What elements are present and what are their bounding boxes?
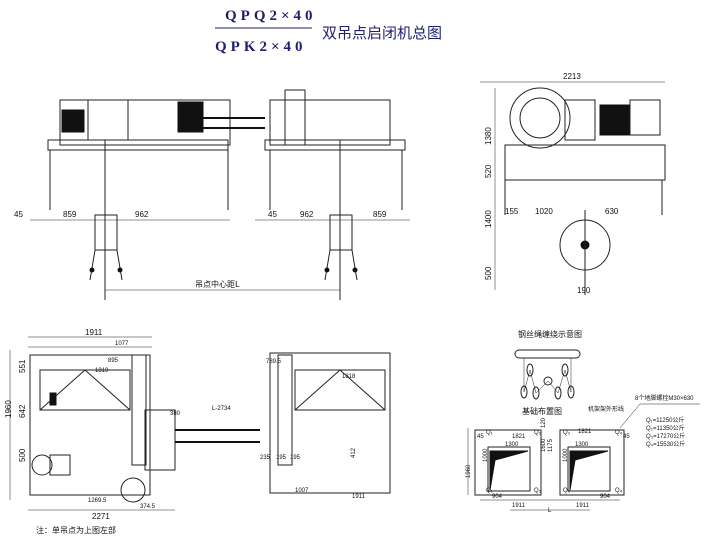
dim-642: 642 [18,404,27,418]
dim-1300: 1300 [575,442,589,448]
dim-904: 904 [492,494,503,500]
load-q2: Q₂=11350公斤 [646,424,685,432]
dim-1960: 1960 [466,464,472,478]
model-top: QPQ2×40 [225,8,317,24]
load-q3: Q₃=17270公斤 [646,432,685,440]
q-label: Q₂ [534,488,542,494]
dim-1911: 1911 [512,503,526,509]
dim-1380: 1380 [484,127,493,145]
dim-45: 45 [14,210,23,219]
dim-1077: 1077 [115,341,129,347]
dim-L: L [548,508,552,514]
dim-1400: 1400 [484,210,493,228]
dim-195: 195 [276,455,287,461]
dim-789-5: 789.5 [266,359,282,365]
drawing-title: 双吊点启闭机总图 [322,24,442,42]
dim-500: 500 [18,448,27,462]
dim-1821: 1821 [512,434,526,440]
dim-962: 962 [300,210,314,219]
dim-1300: 1300 [505,442,519,448]
side-view: 2213 1380 520 1400 500 155 1020 630 190 [480,72,666,295]
dim-895: 895 [108,358,119,364]
dim-235: 235 [260,455,271,461]
dim-904: 904 [600,494,611,500]
q-label: Q₁ [486,488,493,494]
dim-2213: 2213 [563,72,581,81]
plan-view: 1911 1077 895 1819 551 642 1960 500 1269… [4,328,391,535]
q-label: Q₄ [615,488,623,494]
model-bottom: QPK2×40 [215,39,307,55]
dim-551: 551 [18,359,27,373]
dim-155: 155 [505,207,519,216]
shaft-length: L-2734 [212,406,231,412]
dim-380: 380 [170,411,181,417]
front-view: 45 859 962 45 962 859 吊点中心距L [14,89,410,300]
dim-1960: 1960 [4,400,13,418]
dim-1911: 1911 [576,503,590,509]
dim-500: 500 [484,266,493,280]
load-q1: Q₁=11250公斤 [646,416,684,424]
dim-1020: 1020 [535,207,553,216]
dim-859: 859 [373,210,387,219]
rope-diagram-title: 钢丝绳缠绕示意图 [518,329,582,339]
dim-1821: 1821 [578,429,592,435]
dim-1007: 1007 [295,488,309,494]
dim-630: 630 [605,207,619,216]
dim-2271: 2271 [92,512,110,521]
frame-outline-label: 机架架外形线 [588,405,624,413]
dim-45: 45 [477,434,484,440]
q-label: Q₂ [534,430,542,436]
dim-120: 120 [541,417,547,428]
dim-520: 520 [484,164,493,178]
dim-412: 412 [351,447,357,458]
q-label: Q₄ [615,430,623,436]
dim-1000: 1000 [483,448,489,462]
dim-1911: 1911 [352,494,366,500]
dim-1175: 1175 [548,438,554,452]
dim-1600: 1600 [541,438,547,452]
dim-45: 45 [268,210,277,219]
dim-1819: 1819 [95,368,109,374]
dim-374-5: 374.5 [140,504,156,510]
dim-45: 45 [623,434,630,440]
dim-1818: 1818 [342,374,356,380]
foundation-layout: 基础布置图 机架架外形线 8个地脚螺栓M30×630 Q₁=11250公斤 Q₂… [466,394,700,514]
dim-1000: 1000 [563,448,569,462]
dim-859: 859 [63,210,77,219]
note: 注：单吊点为上图左部 [36,525,116,535]
title-block: QPQ2×40 QPK2×40 双吊点启闭机总图 [215,8,442,55]
center-distance-label: 吊点中心距L [195,279,240,289]
dim-190: 190 [577,286,591,295]
dim-1911: 1911 [85,328,103,337]
dim-962: 962 [135,210,149,219]
dim-195: 195 [290,455,301,461]
foundation-title: 基础布置图 [522,406,562,416]
q-label: Q₁ [486,430,493,436]
q-label: Q₃ [563,430,571,436]
dim-1269-5: 1269.5 [88,498,107,504]
q-label: Q₃ [563,488,571,494]
load-q4: Q₄=15530公斤 [646,440,685,448]
rope-reeving-diagram: 钢丝绳缠绕示意图 [514,329,582,400]
bolts-label: 8个地脚螺栓M30×630 [635,394,694,402]
